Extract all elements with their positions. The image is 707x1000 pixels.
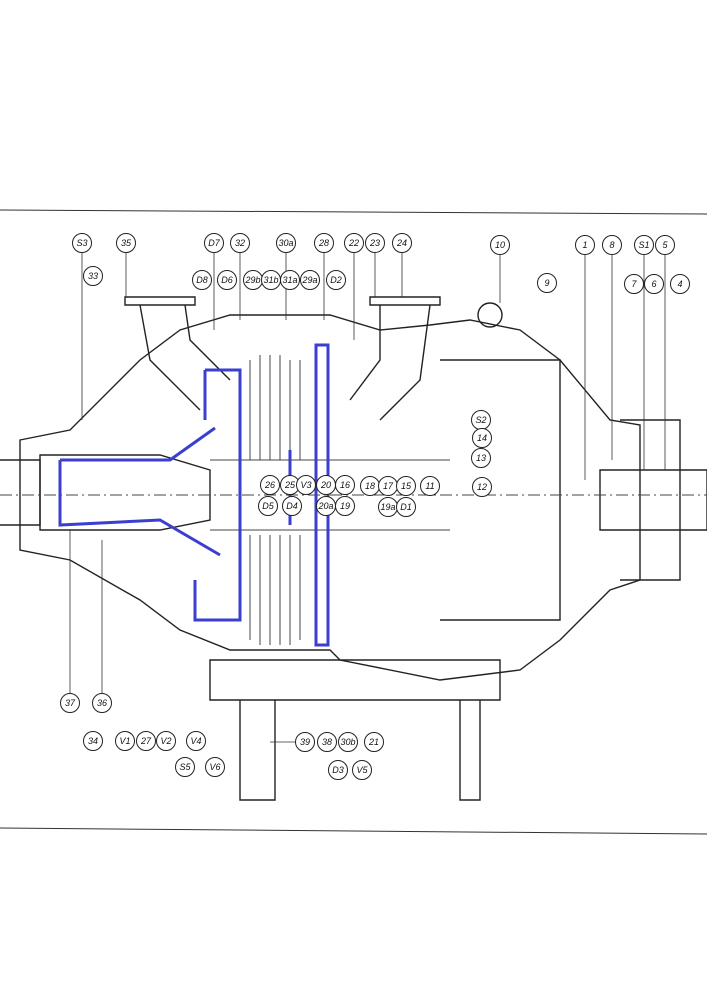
callout-20a: 20a xyxy=(316,496,336,516)
callout-28: 28 xyxy=(314,233,334,253)
callout-22: 22 xyxy=(344,233,364,253)
callout-32: 32 xyxy=(230,233,250,253)
callout-V5: V5 xyxy=(352,760,372,780)
callout-14: 14 xyxy=(472,428,492,448)
callout-27: 27 xyxy=(136,731,156,751)
callout-V2: V2 xyxy=(156,731,176,751)
callout-9: 9 xyxy=(537,273,557,293)
callout-25: 25 xyxy=(280,475,300,495)
callout-S5: S5 xyxy=(175,757,195,777)
callout-13: 13 xyxy=(471,448,491,468)
callout-V4: V4 xyxy=(186,731,206,751)
callout-20: 20 xyxy=(316,475,336,495)
callout-19a: 19a xyxy=(378,497,398,517)
callout-11: 11 xyxy=(420,476,440,496)
housing-outline xyxy=(0,296,707,801)
frame-lines xyxy=(0,209,707,835)
callout-37: 37 xyxy=(60,693,80,713)
callout-18: 18 xyxy=(360,476,380,496)
callout-33: 33 xyxy=(83,266,103,286)
callout-17: 17 xyxy=(378,476,398,496)
callout-D8: D8 xyxy=(192,270,212,290)
callout-6: 6 xyxy=(644,274,664,294)
callout-36: 36 xyxy=(92,693,112,713)
callout-D5: D5 xyxy=(258,496,278,516)
callout-31a: 31a xyxy=(280,270,300,290)
callout-V6: V6 xyxy=(205,757,225,777)
leader-lines xyxy=(69,253,666,743)
callout-16: 16 xyxy=(335,475,355,495)
callout-34: 34 xyxy=(83,731,103,751)
callout-38: 38 xyxy=(317,732,337,752)
callout-1: 1 xyxy=(575,235,595,255)
callout-24: 24 xyxy=(392,233,412,253)
callout-S2: S2 xyxy=(471,410,491,430)
callout-D6: D6 xyxy=(217,270,237,290)
callout-19: 19 xyxy=(335,496,355,516)
callout-39: 39 xyxy=(295,732,315,752)
callout-V1: V1 xyxy=(115,731,135,751)
callout-S1: S1 xyxy=(634,235,654,255)
callout-23: 23 xyxy=(365,233,385,253)
callout-29a: 29a xyxy=(300,270,320,290)
callout-D7: D7 xyxy=(204,233,224,253)
callout-26: 26 xyxy=(260,475,280,495)
callout-V3: V3 xyxy=(296,475,316,495)
callout-30a: 30a xyxy=(276,233,296,253)
callout-D4: D4 xyxy=(282,496,302,516)
impeller-discs xyxy=(0,355,707,645)
callout-D3: D3 xyxy=(328,760,348,780)
callout-5: 5 xyxy=(655,235,675,255)
callout-7: 7 xyxy=(624,274,644,294)
callout-D2: D2 xyxy=(326,270,346,290)
callout-35: 35 xyxy=(116,233,136,253)
callout-8: 8 xyxy=(602,235,622,255)
callout-29b: 29b xyxy=(243,270,263,290)
callout-10: 10 xyxy=(490,235,510,255)
callout-31b: 31b xyxy=(261,270,281,290)
callout-S3: S3 xyxy=(72,233,92,253)
callout-30b: 30b xyxy=(338,732,358,752)
callout-21: 21 xyxy=(364,732,384,752)
callout-12: 12 xyxy=(472,477,492,497)
callout-4: 4 xyxy=(670,274,690,294)
callout-D1: D1 xyxy=(396,497,416,517)
callout-15: 15 xyxy=(396,476,416,496)
